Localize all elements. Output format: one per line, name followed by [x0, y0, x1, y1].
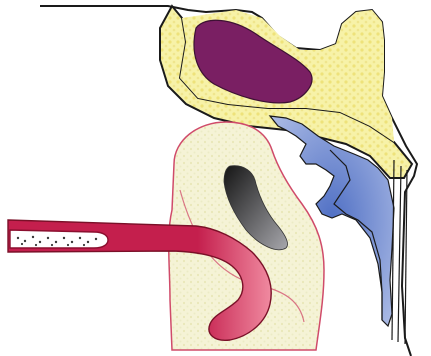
- white-inset: [10, 230, 108, 248]
- right-line-2: [398, 166, 401, 342]
